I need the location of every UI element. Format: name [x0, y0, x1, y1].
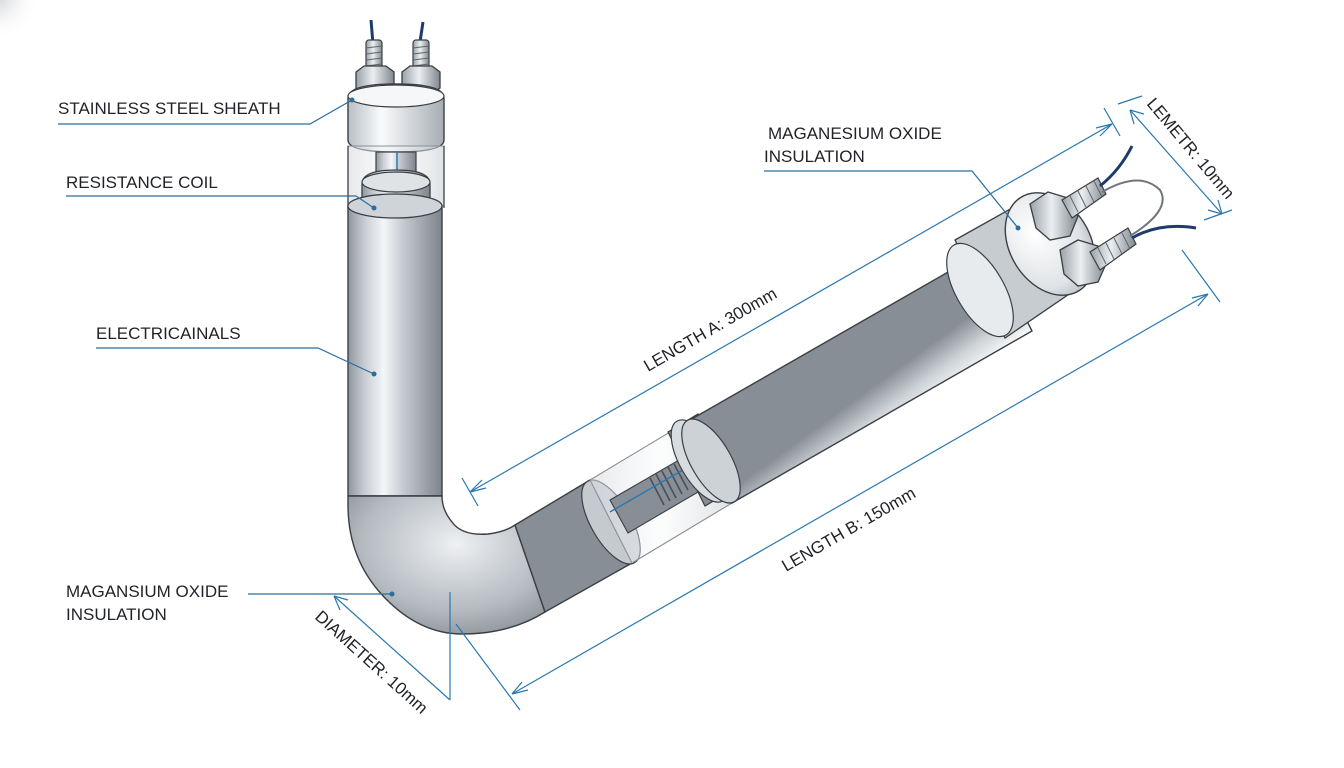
label-insulation-left-line2: INSULATION [66, 605, 167, 624]
label-insulation-left-line1: MAGANSIUM OXIDE [66, 582, 229, 601]
diagonal-tube [514, 247, 1033, 614]
corner-shade [0, 0, 40, 40]
vertical-leg [347, 193, 443, 497]
leader-lines [58, 97, 1021, 597]
label-stainless-steel-sheath: STAINLESS STEEL SHEATH [58, 99, 281, 118]
length-b-label: LENGTH B: 150mm [779, 483, 919, 575]
top-terminals [355, 19, 441, 95]
diameter-label: DIAMETER: 10mm [311, 607, 431, 718]
label-insulation-right-line2: INSULATION [764, 147, 865, 166]
label-resistance-coil: RESISTANCE COIL [66, 173, 218, 192]
length-a-label: LENGTH A: 300mm [641, 284, 781, 376]
pipe-bend [347, 495, 546, 635]
top-cap [347, 83, 445, 153]
right-terminals [1029, 145, 1197, 287]
label-insulation-right-line1: MAGANESIUM OXIDE [768, 124, 942, 143]
dimension-lines [333, 95, 1233, 711]
label-electrical-terminals: ELECTRICAINALS [96, 324, 241, 343]
